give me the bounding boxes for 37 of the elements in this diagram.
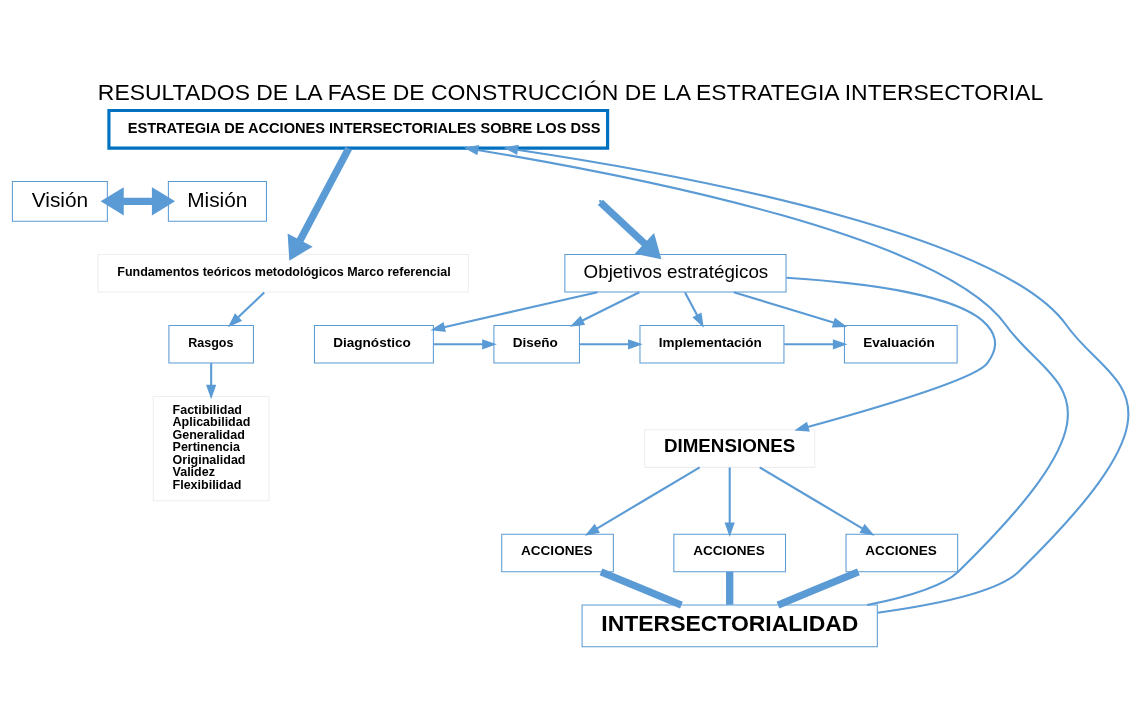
arrow: [684, 291, 704, 328]
arrow: [433, 339, 497, 350]
diagram-title: RESULTADOS DE LA FASE DE CONSTRUCCIÓN DE LA ESTRATEGIA INTERSECTORIAL: [97, 78, 1044, 105]
arrow: [784, 339, 848, 350]
node-box: Visión: [11, 181, 108, 222]
arrow: [287, 146, 352, 261]
node-box: ACCIONES: [845, 533, 959, 573]
node-box: Implementación: [639, 324, 785, 364]
arrow: [724, 467, 735, 538]
node-box: Evaluación: [843, 324, 958, 364]
arrow: [584, 466, 701, 536]
arrow: [597, 199, 662, 260]
node-box: ACCIONES: [501, 533, 614, 573]
arrow: [733, 291, 848, 328]
arrow: [227, 291, 265, 328]
node-box: Rasgos: [168, 324, 254, 364]
node-box: ACCIONES: [673, 533, 787, 573]
arrow: [100, 187, 176, 216]
node-box: Objetivos estratégicos: [564, 254, 787, 293]
node-box: Diagnóstico: [313, 324, 434, 364]
node-box: INTERSECTORIALIDAD: [581, 604, 878, 648]
arrow: [206, 363, 217, 400]
node-box: Factibilidad Aplicabilidad Generalidad Pertinencia Originalidad Validez Flexibilidad: [152, 395, 270, 502]
arrow: [569, 291, 640, 327]
arrow: [463, 145, 1069, 607]
arrow: [430, 291, 598, 333]
connector: [599, 568, 683, 609]
node-box: ESTRATEGIA DE ACCIONES INTERSECTORIALES SOBRE LOS DSS: [107, 109, 610, 150]
node-box: Misión: [167, 181, 267, 222]
arrow: [579, 339, 643, 350]
node-box: DIMENSIONES: [644, 429, 816, 468]
node-box: Fundamentos teóricos metodológicos Marco referencial: [97, 254, 469, 293]
arrow: [503, 144, 1129, 614]
arrow: [759, 466, 875, 536]
arrow: [786, 276, 997, 432]
node-box: Diseño: [493, 324, 580, 364]
connector: [776, 568, 860, 609]
